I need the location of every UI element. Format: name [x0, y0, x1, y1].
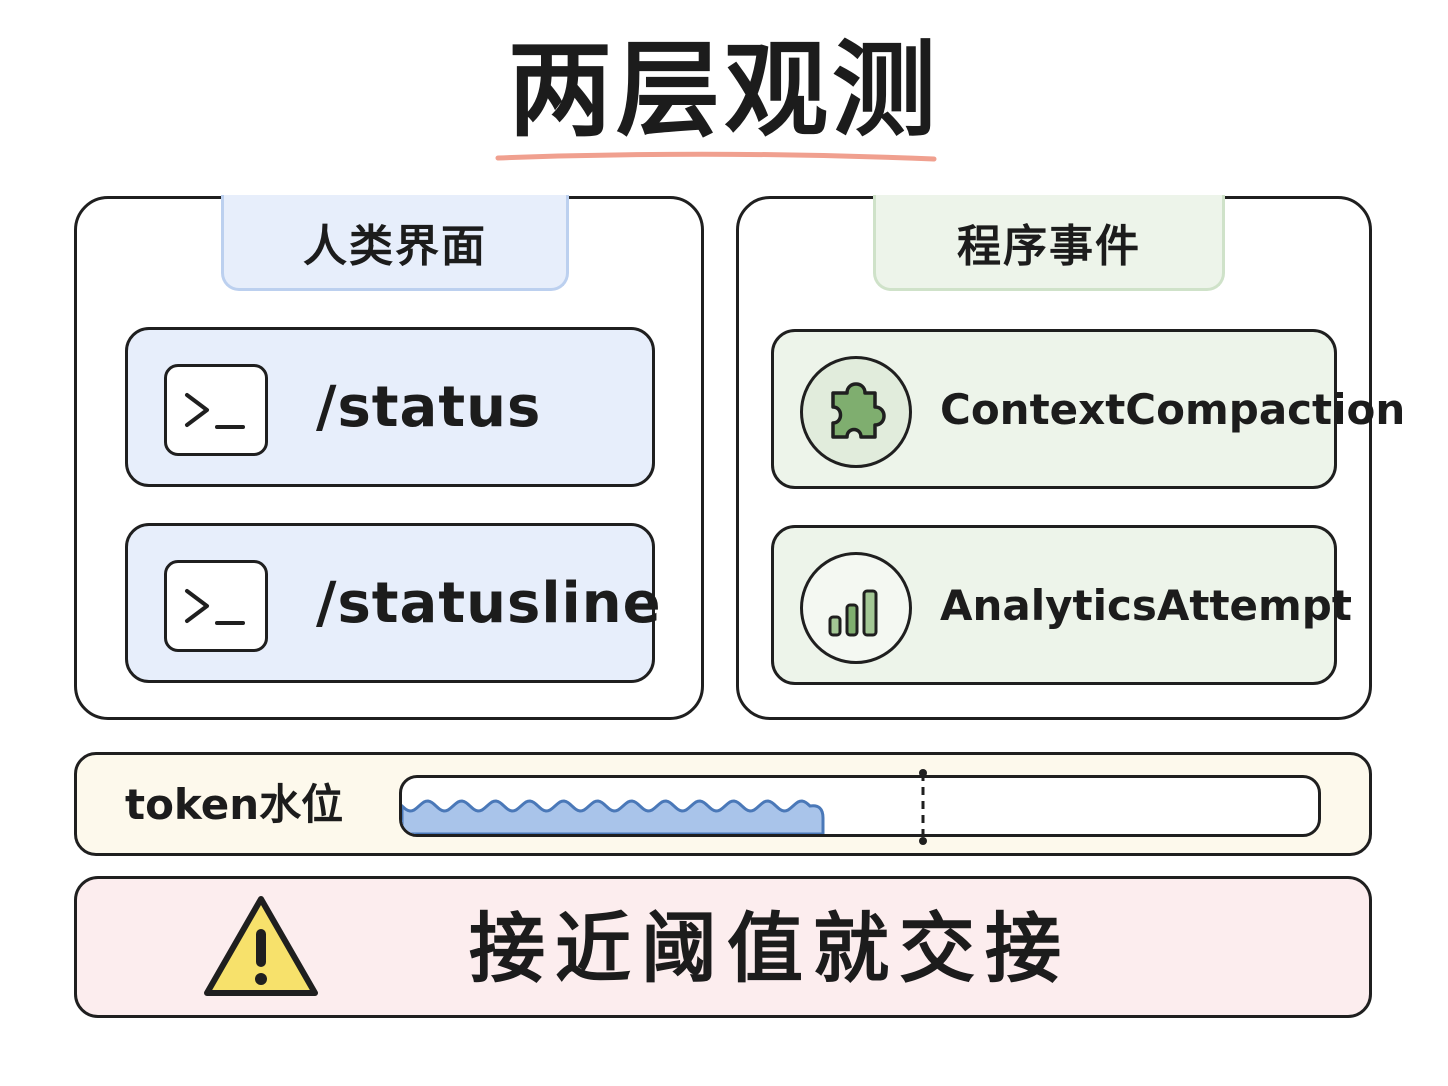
- threshold-marker: [919, 769, 927, 845]
- status-command-label: /status: [316, 374, 542, 440]
- status-command-card[interactable]: /status: [125, 327, 655, 487]
- context-compaction-label: ContextCompaction: [940, 384, 1406, 434]
- analytics-attempt-card[interactable]: AnalyticsAttempt: [771, 525, 1352, 685]
- handoff-warning-banner: 接近阈值就交接: [74, 876, 1372, 1018]
- terminal-icon: [164, 560, 268, 652]
- analytics-attempt-label: AnalyticsAttempt: [940, 580, 1352, 630]
- human-interface-heading: 人类界面: [221, 195, 569, 291]
- statusline-command-label: /statusline: [316, 570, 662, 636]
- token-level-bar: token水位: [74, 752, 1372, 856]
- terminal-icon: [164, 364, 268, 456]
- title-underline: [495, 151, 937, 162]
- puzzle-icon: [800, 356, 912, 468]
- statusline-command-card[interactable]: /statusline: [125, 523, 661, 683]
- warning-text: 接近阈值就交接: [469, 904, 1071, 993]
- warning-icon: [204, 896, 318, 996]
- context-compaction-card[interactable]: ContextCompaction: [771, 329, 1405, 489]
- token-level-gauge: [399, 775, 1321, 837]
- bar-chart-icon: [800, 552, 912, 664]
- program-events-heading: 程序事件: [873, 195, 1225, 291]
- program-events-panel: 程序事件 ContextCompaction AnalyticsAttempt: [736, 195, 1405, 720]
- token-level-label: token水位: [125, 780, 344, 829]
- token-water-fill: [402, 799, 825, 834]
- page-title: 两层观测: [507, 29, 940, 151]
- human-interface-panel: 人类界面 /status /statusline: [74, 195, 704, 720]
